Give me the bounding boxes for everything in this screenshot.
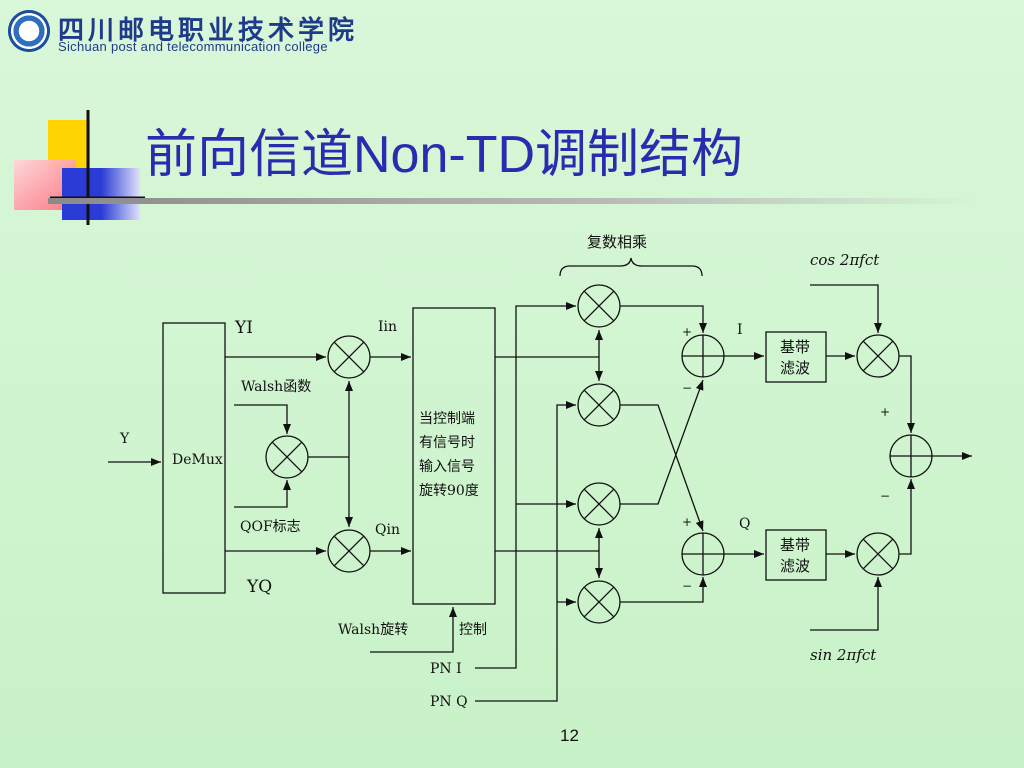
adder-q-plus: + (682, 515, 692, 529)
qin-label: Qin (375, 522, 400, 538)
college-logo: 四川邮电职业技术学院 Sichuan post and telecommunic… (8, 8, 408, 54)
multiplier-yq (327, 529, 371, 573)
lpf-i-line-1: 基带 (780, 338, 810, 356)
multiplier-yi (327, 335, 371, 379)
q-branch-label: Q (739, 516, 750, 532)
walsh-rotate-label: Walsh旋转 (338, 622, 408, 638)
title-underline (48, 198, 978, 204)
adder-out (889, 434, 933, 478)
qof-flag-label: QOF标志 (240, 519, 301, 535)
iin-label: Iin (378, 319, 397, 335)
demux-label: DeMux (172, 452, 223, 468)
i-branch-label: I (737, 322, 743, 338)
page-number: 12 (560, 726, 579, 745)
adder-q (681, 532, 725, 576)
walsh-function-label: Walsh函数 (241, 379, 311, 395)
rotator-line-2: 有信号时 (419, 435, 475, 451)
input-y-label: Y (119, 431, 130, 447)
rotator-line-3: 输入信号 (419, 459, 475, 475)
multiplier-cm4 (577, 580, 621, 624)
lpf-q-block (765, 529, 827, 581)
school-name-en: Sichuan post and telecommunication colle… (58, 39, 328, 54)
multiplier-cm2 (577, 383, 621, 427)
cos-carrier-label: cos 2πfct (810, 251, 880, 269)
yq-label: YQ (246, 577, 272, 597)
pn-q-label: PN Q (430, 694, 468, 710)
adder-q-minus: − (682, 579, 692, 593)
college-seal-icon (8, 10, 50, 52)
adder-out-minus: − (880, 489, 890, 503)
lpf-q-line-1: 基带 (780, 536, 810, 554)
slide-title: 前向信道Non-TD调制结构 (145, 126, 744, 184)
pn-i-label: PN I (430, 661, 462, 677)
multiplier-cm1 (577, 284, 621, 328)
lpf-i-block (765, 331, 827, 383)
complex-mult-label: 复数相乘 (587, 233, 647, 251)
rotator-line-4: 旋转90度 (419, 483, 479, 499)
lpf-q-line-2: 滤波 (780, 557, 810, 575)
rotator-block (412, 307, 496, 605)
multiplier-cm3 (577, 482, 621, 526)
adder-out-plus: + (880, 405, 890, 419)
adder-i-minus: − (682, 381, 692, 395)
yi-label: YI (234, 318, 253, 338)
multiplier-cos (856, 334, 900, 378)
adder-i (681, 334, 725, 378)
complex-mult-brace (559, 257, 703, 277)
control-label: 控制 (459, 622, 487, 638)
sin-carrier-label: sin 2πfct (810, 646, 877, 664)
school-name-cn: 四川邮电职业技术学院 (58, 16, 359, 46)
adder-i-plus: + (682, 325, 692, 339)
lpf-i-line-2: 滤波 (780, 359, 810, 377)
demux-block (162, 322, 226, 594)
rotator-line-1: 当控制端 (419, 411, 475, 427)
multiplier-sin (856, 532, 900, 576)
multiplier-walsh-qof (265, 435, 309, 479)
